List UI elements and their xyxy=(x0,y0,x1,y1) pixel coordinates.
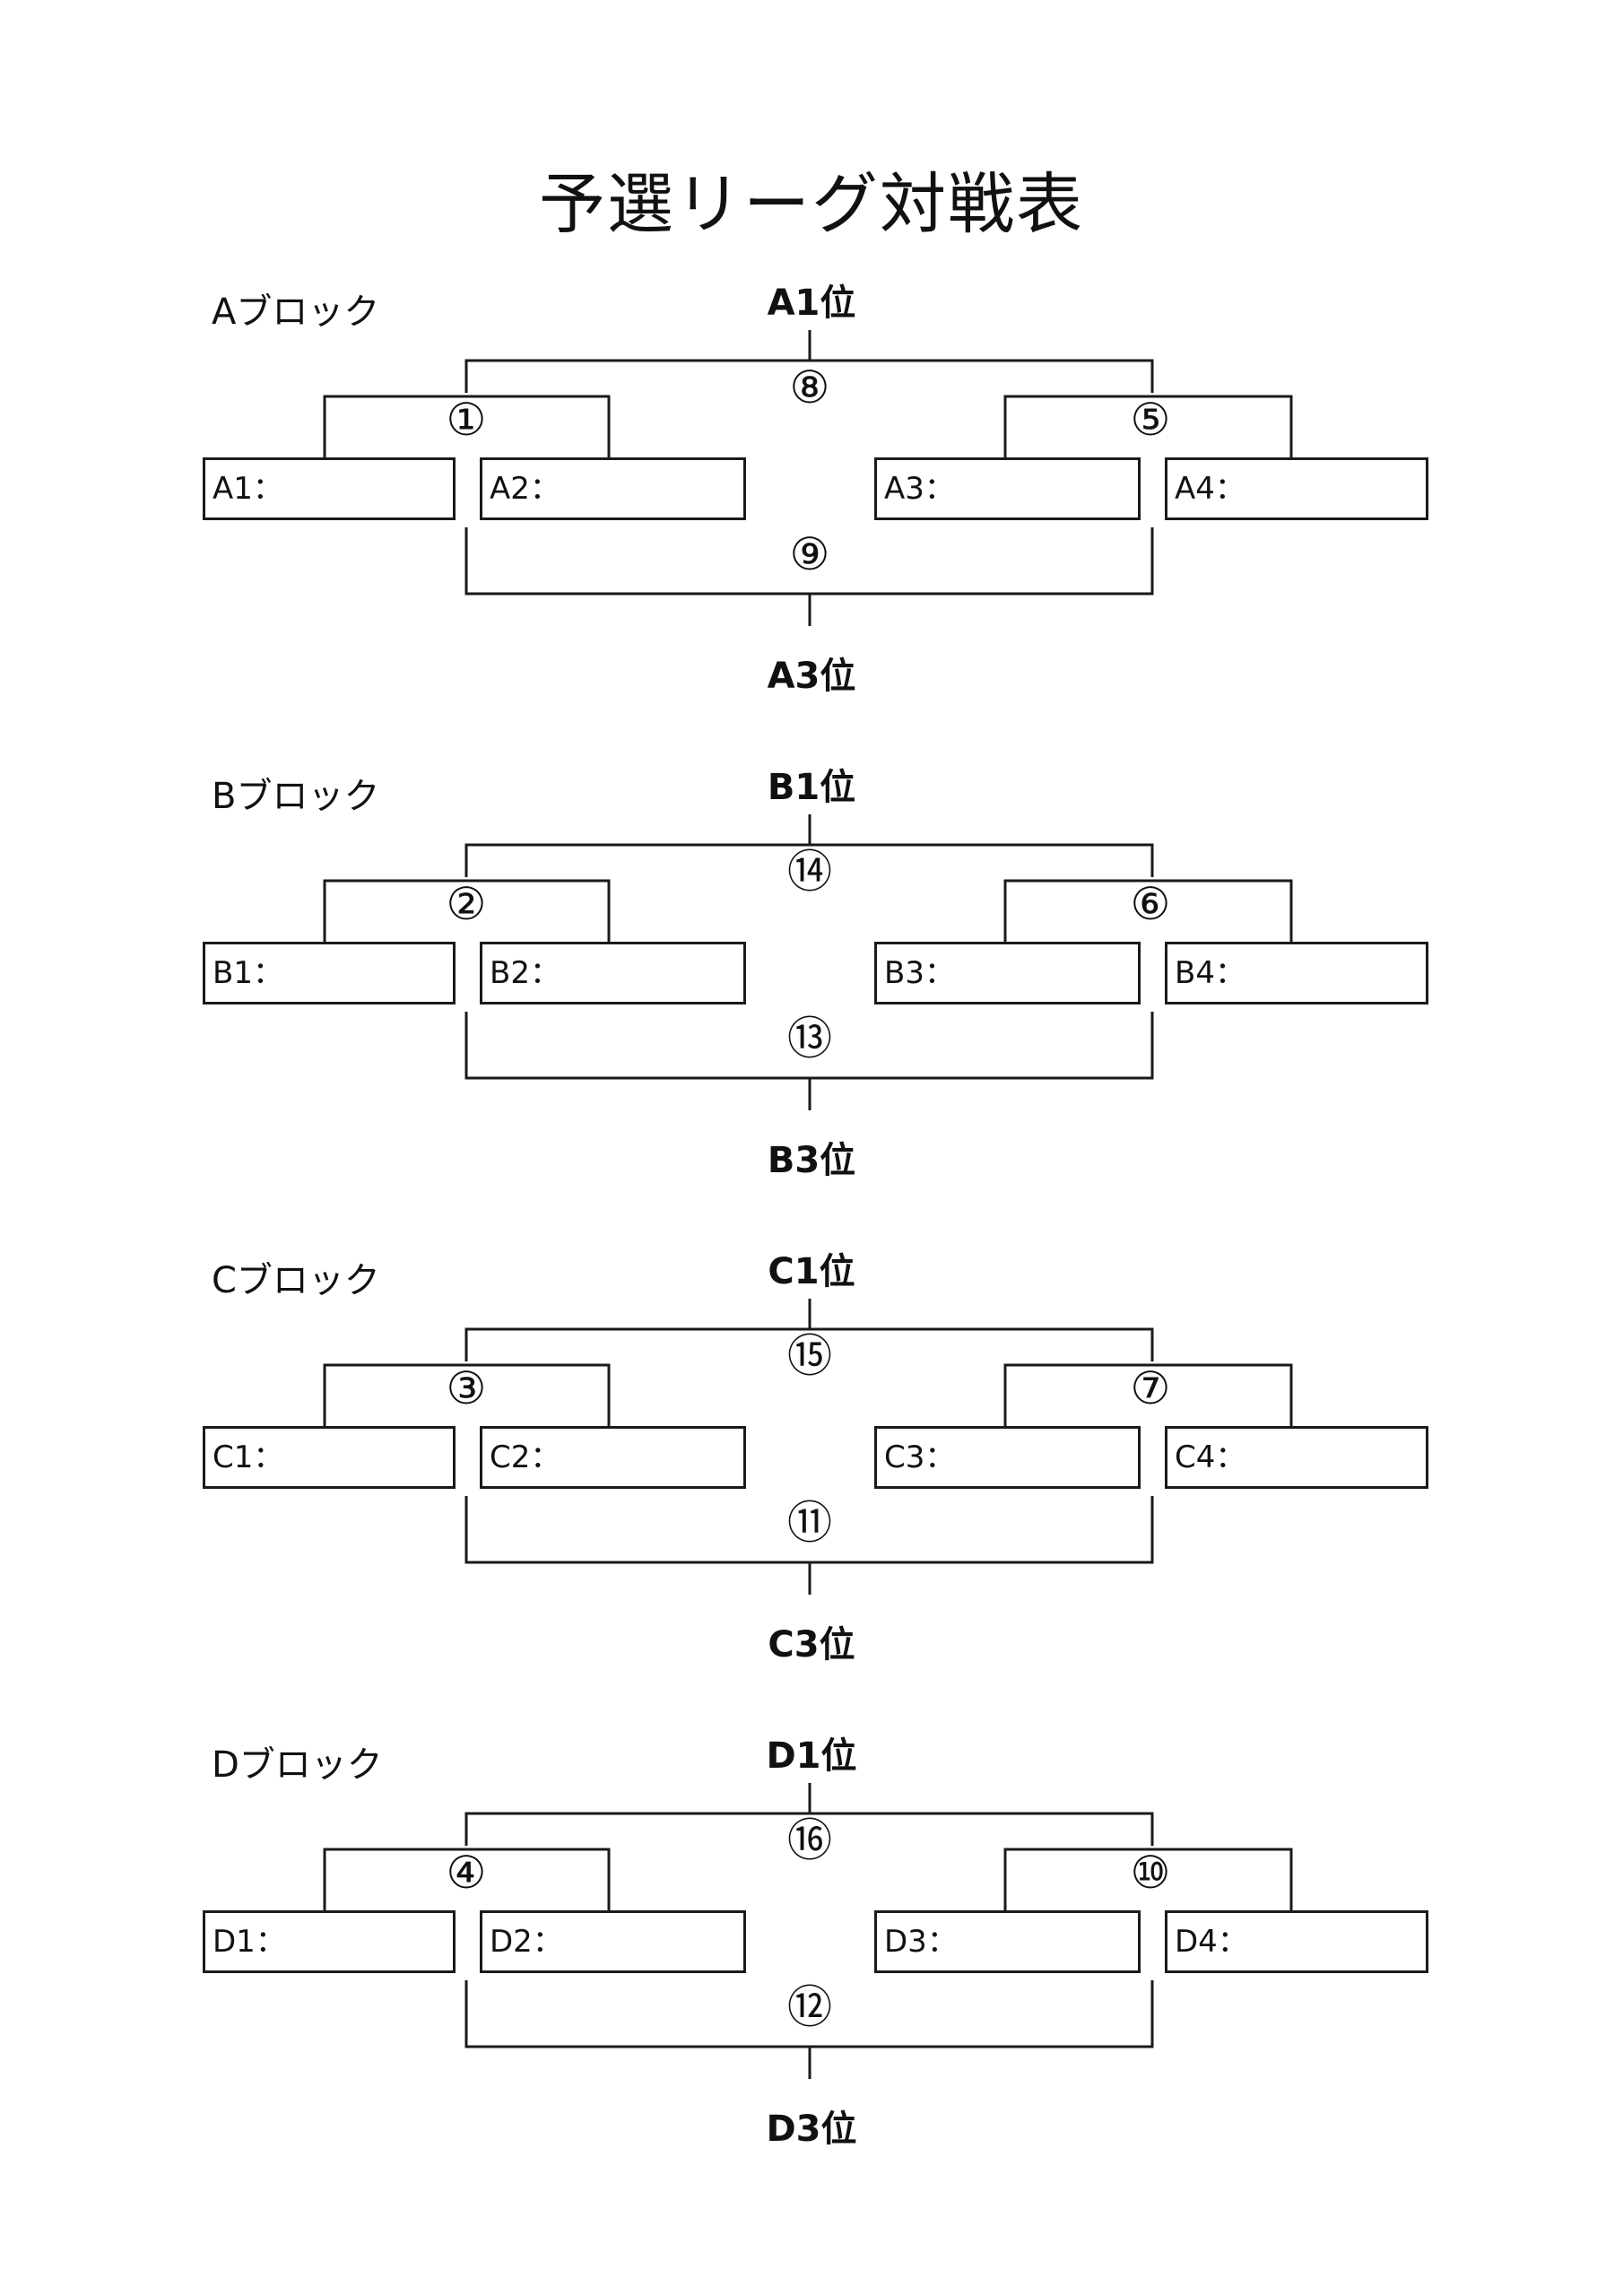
left-match-number: ③ xyxy=(446,1362,487,1414)
team-entry-box-a1[interactable]: A1： xyxy=(203,457,456,520)
left-match-number: ② xyxy=(446,878,487,930)
left-bracket-line xyxy=(323,1363,611,1426)
block-title: Cブロック xyxy=(212,1260,380,1301)
bottom-match-number: ⑨ xyxy=(789,528,830,580)
top-bracket-line xyxy=(464,843,1154,877)
right-match-number: ⑩ xyxy=(1130,1847,1171,1899)
top-match-number: ⑭ xyxy=(787,846,832,898)
left-match-number: ① xyxy=(446,394,487,446)
right-bracket-line xyxy=(1003,1363,1293,1426)
team-entry-box-a4[interactable]: A4： xyxy=(1165,457,1428,520)
bracket-lines xyxy=(323,1783,1293,2079)
top-rank-label: B1位 xyxy=(767,767,856,808)
block-title: Bブロック xyxy=(212,776,380,817)
right-match-number: ⑦ xyxy=(1130,1362,1171,1414)
bracket-lines xyxy=(323,1299,1293,1595)
bottom-match-number: ⑫ xyxy=(787,1981,832,2033)
team-entry-box-d1[interactable]: D1： xyxy=(203,1910,456,1973)
bottom-rank-label: B3位 xyxy=(767,1140,856,1181)
top-rank-label: D1位 xyxy=(766,1735,857,1777)
right-match-number: ⑥ xyxy=(1130,878,1171,930)
top-bracket-line xyxy=(464,1812,1154,1846)
team-entry-box-d3[interactable]: D3： xyxy=(874,1910,1141,1973)
block-d: Dブロック D1位 ⑯ ④ ⑩ ⑫ D1： D2： D3： D4： D3位 xyxy=(0,1735,1623,2161)
team-entry-box-c3[interactable]: C3： xyxy=(874,1426,1141,1489)
right-bracket-line xyxy=(1003,395,1293,457)
page-title: 予選リーグ対戦表 xyxy=(539,166,1084,243)
team-entry-box-c2[interactable]: C2： xyxy=(480,1426,746,1489)
block-c: Cブロック C1位 ⑮ ③ ⑦ ⑪ C1： C2： C3： C4： C3位 xyxy=(0,1251,1623,1677)
team-entry-box-c4[interactable]: C4： xyxy=(1165,1426,1428,1489)
bottom-match-number: ⑬ xyxy=(787,1013,832,1065)
top-rank-label: C1位 xyxy=(768,1251,855,1292)
right-bracket-line xyxy=(1003,879,1293,942)
block-b: Bブロック B1位 ⑭ ② ⑥ ⑬ B1： B2： B3： B4： B3位 xyxy=(0,767,1623,1193)
bottom-rank-label: D3位 xyxy=(766,2109,857,2150)
bottom-match-number: ⑪ xyxy=(787,1497,832,1549)
bottom-rank-label: C3位 xyxy=(768,1624,855,1665)
top-match-number: ⑧ xyxy=(789,361,830,413)
left-bracket-line xyxy=(323,395,611,457)
right-match-number: ⑤ xyxy=(1130,394,1171,446)
bracket-lines xyxy=(323,330,1293,626)
team-entry-box-c1[interactable]: C1： xyxy=(203,1426,456,1489)
left-bracket-line xyxy=(323,1848,611,1910)
team-entry-box-b2[interactable]: B2： xyxy=(480,942,746,1004)
block-title: Dブロック xyxy=(212,1744,383,1786)
bottom-rank-label: A3位 xyxy=(767,656,856,697)
team-entry-box-b1[interactable]: B1： xyxy=(203,942,456,1004)
bracket-lines xyxy=(323,814,1293,1110)
team-entry-box-a3[interactable]: A3： xyxy=(874,457,1141,520)
top-rank-label: A1位 xyxy=(767,283,856,324)
team-entry-box-d2[interactable]: D2： xyxy=(480,1910,746,1973)
team-entry-box-d4[interactable]: D4： xyxy=(1165,1910,1428,1973)
block-a: Aブロック A1位 ⑧ ① ⑤ ⑨ A1： A2： A3： A4： A3位 xyxy=(0,283,1623,709)
team-entry-box-a2[interactable]: A2： xyxy=(480,457,746,520)
top-match-number: ⑮ xyxy=(787,1330,832,1382)
right-bracket-line xyxy=(1003,1848,1293,1910)
top-match-number: ⑯ xyxy=(787,1814,832,1866)
top-bracket-line xyxy=(464,1327,1154,1361)
top-bracket-line xyxy=(464,359,1154,393)
left-match-number: ④ xyxy=(446,1847,487,1899)
block-title: Aブロック xyxy=(212,291,380,333)
team-entry-box-b3[interactable]: B3： xyxy=(874,942,1141,1004)
left-bracket-line xyxy=(323,879,611,942)
team-entry-box-b4[interactable]: B4： xyxy=(1165,942,1428,1004)
